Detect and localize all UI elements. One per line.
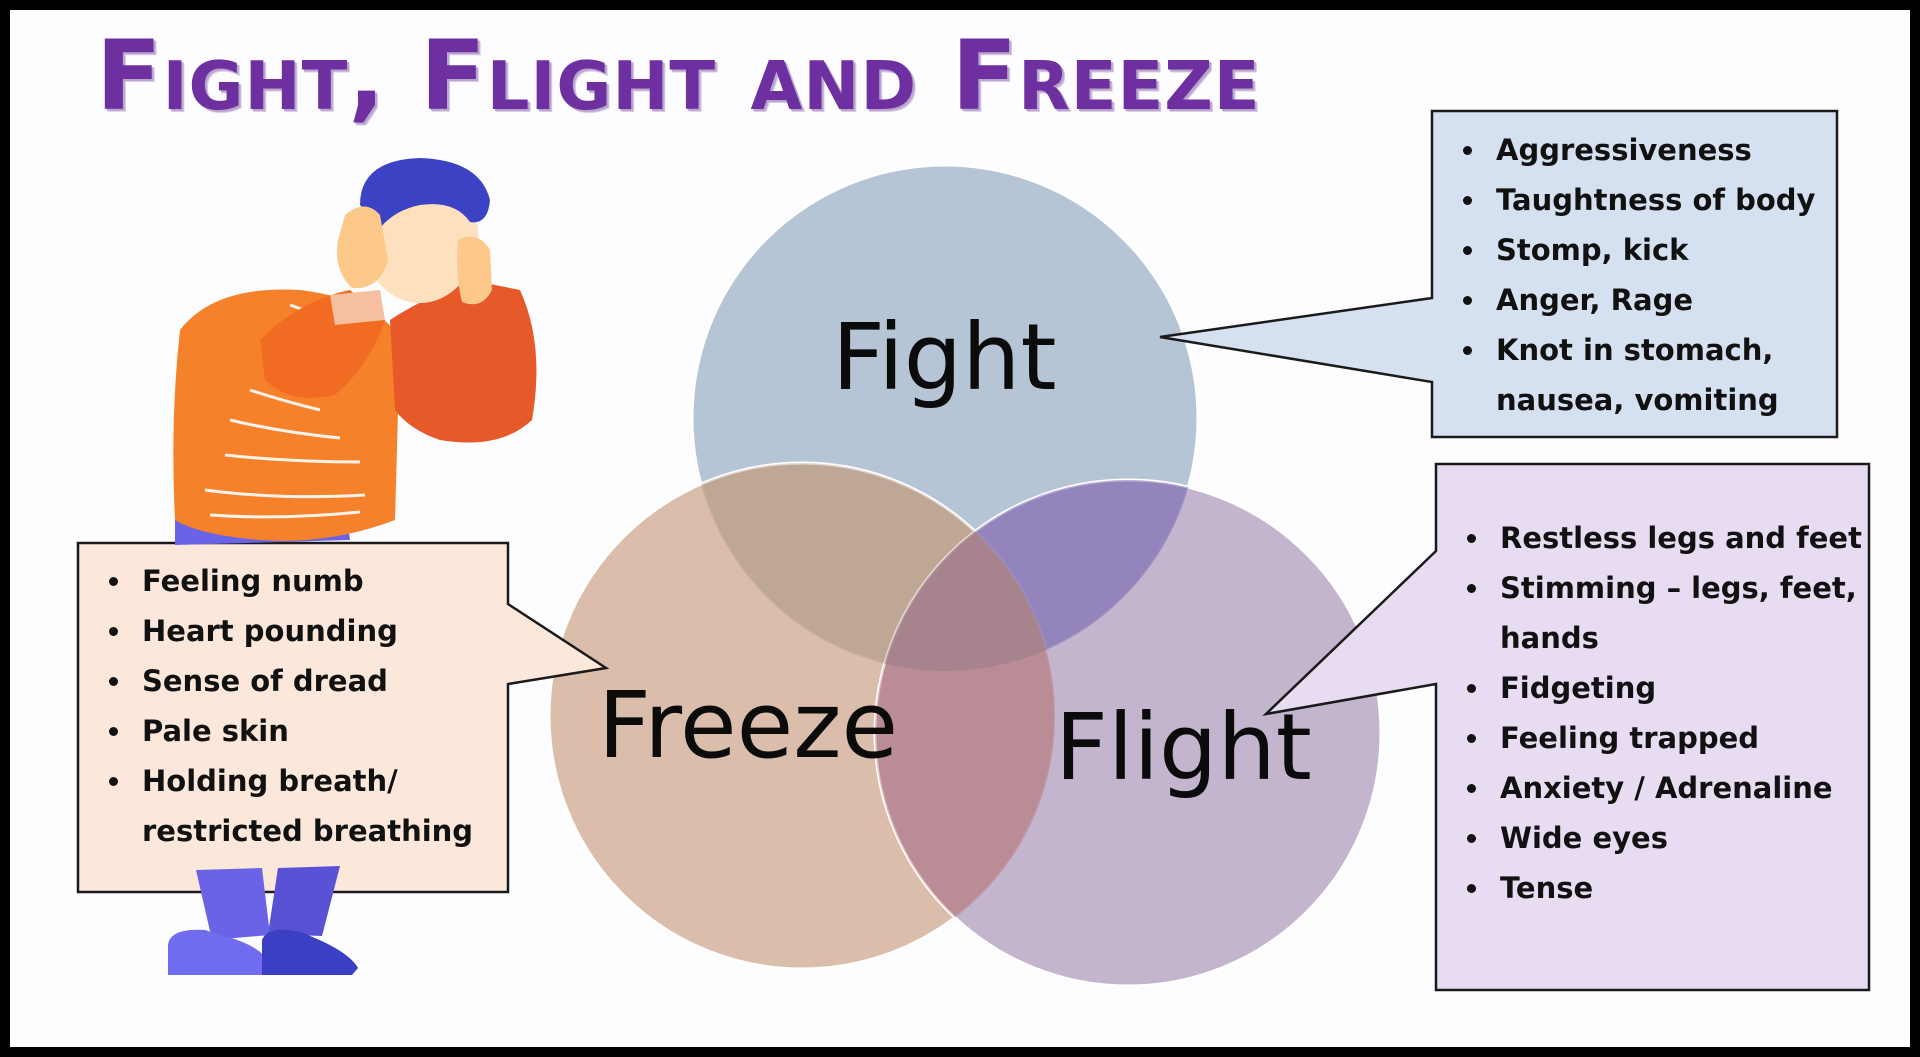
freeze-symptoms: Feeling numbHeart poundingSense of dread… bbox=[78, 556, 506, 856]
freeze-symptom-item: Feeling numb bbox=[134, 556, 506, 606]
fight-symptom-item: Knot in stomach, nausea, vomiting bbox=[1488, 325, 1832, 425]
overlap-fight-flight bbox=[875, 480, 1198, 671]
fight-symptom-item: Stomp, kick bbox=[1488, 225, 1832, 275]
overlap-freeze-flight bbox=[875, 480, 1055, 969]
flight-symptom-item: Feeling trapped bbox=[1492, 713, 1866, 763]
flight-symptom-item: Tense bbox=[1492, 863, 1866, 913]
callout-box-flight bbox=[1262, 462, 1871, 992]
venn-label-freeze: Freeze bbox=[598, 672, 899, 779]
flight-symptom-item: Anxiety / Adrenaline bbox=[1492, 763, 1866, 813]
freeze-symptom-item: Holding breath/ restricted breathing bbox=[134, 756, 506, 856]
overlap-fight-freeze bbox=[692, 463, 1055, 671]
fight-symptom-item: Anger, Rage bbox=[1488, 275, 1832, 325]
fight-symptom-item: Aggressiveness bbox=[1488, 125, 1832, 175]
flight-symptom-item: Stimming – legs, feet, hands bbox=[1492, 563, 1866, 663]
fight-symptom-item: Taughtness of body bbox=[1488, 175, 1832, 225]
flight-symptom-item: Fidgeting bbox=[1492, 663, 1866, 713]
flight-symptom-item: Restless legs and feet bbox=[1492, 513, 1866, 563]
fight-symptom-list: AggressivenessTaughtness of bodyStomp, k… bbox=[1432, 125, 1832, 425]
venn-label-fight: Fight bbox=[832, 304, 1057, 411]
flight-symptom-list: Restless legs and feetStimming – legs, f… bbox=[1436, 513, 1866, 913]
flight-symptoms: Restless legs and feetStimming – legs, f… bbox=[1436, 513, 1866, 913]
freeze-symptom-list: Feeling numbHeart poundingSense of dread… bbox=[78, 556, 506, 856]
fight-symptoms: AggressivenessTaughtness of bodyStomp, k… bbox=[1432, 125, 1832, 425]
freeze-symptom-item: Sense of dread bbox=[134, 656, 506, 706]
callout-box-freeze bbox=[76, 541, 610, 894]
flight-symptom-item: Wide eyes bbox=[1492, 813, 1866, 863]
venn-label-flight: Flight bbox=[1055, 694, 1312, 801]
freeze-symptom-item: Heart pounding bbox=[134, 606, 506, 656]
freeze-symptom-item: Pale skin bbox=[134, 706, 506, 756]
page-title: Fight, Flight and Freeze bbox=[96, 20, 1261, 132]
callout-box-fight bbox=[1159, 109, 1839, 439]
